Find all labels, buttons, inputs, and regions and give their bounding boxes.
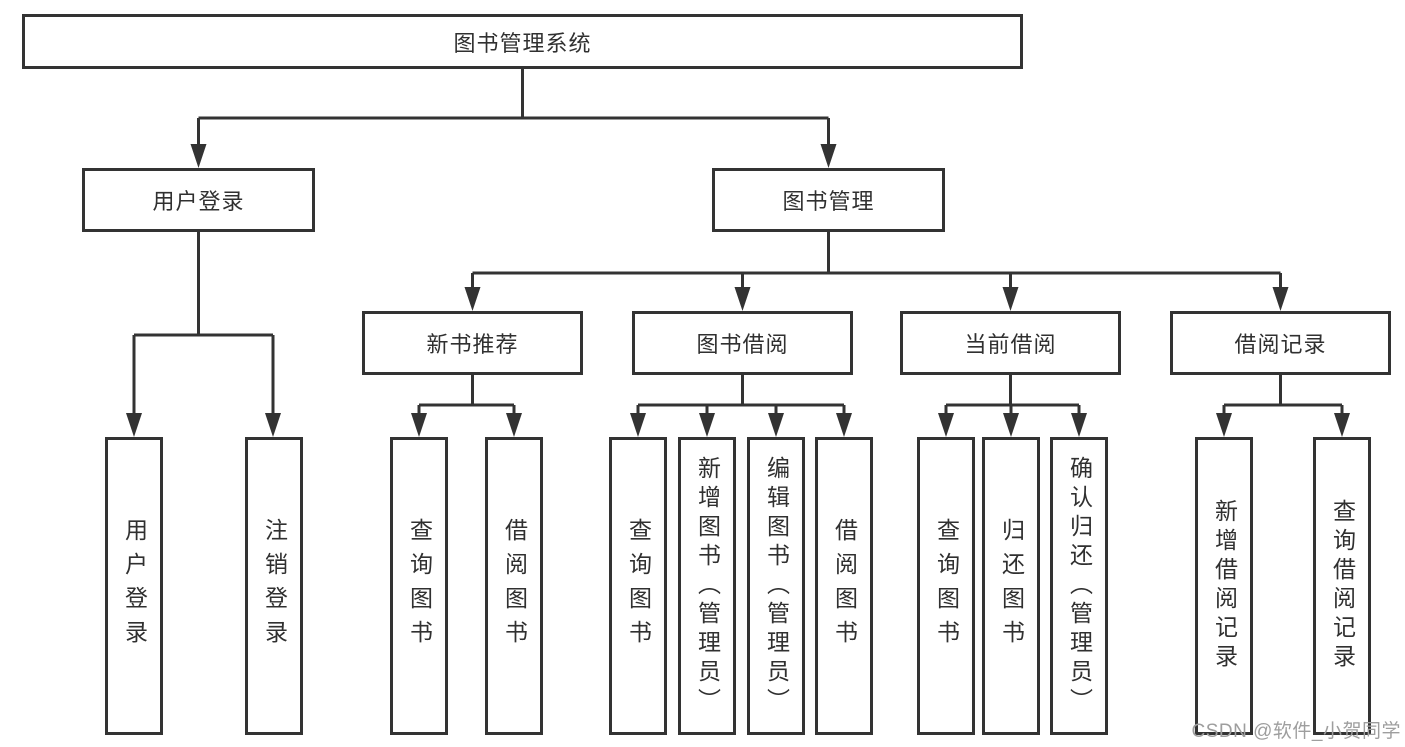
connector-book-borrow-branch — [630, 375, 852, 437]
leaf-borrow-books-borrowing: 借阅图书 — [815, 437, 873, 735]
leaf-label: 查询图书 — [625, 518, 652, 654]
leaf-borrow-books-recommendation: 借阅图书 — [485, 437, 543, 735]
connector-book-mgmt-to-level3 — [464, 232, 1289, 311]
connector-root-to-level2 — [190, 69, 837, 168]
leaf-label: 归还图书 — [998, 518, 1025, 654]
node-user-login: 用户登录 — [82, 168, 315, 232]
leaf-label: 新增图书（管理员） — [694, 455, 721, 717]
leaf-user-login: 用户登录 — [105, 437, 163, 735]
node-book-management: 图书管理 — [712, 168, 945, 232]
leaf-confirm-return-admin: 确认归还（管理员） — [1050, 437, 1108, 735]
leaf-label: 新增借阅记录 — [1211, 499, 1238, 673]
leaf-label: 编辑图书（管理员） — [763, 455, 790, 717]
node-borrowing-records: 借阅记录 — [1170, 311, 1391, 375]
leaf-query-books-current: 查询图书 — [917, 437, 975, 735]
connector-borrow-records-branch — [1216, 375, 1350, 437]
leaf-label: 查询图书 — [406, 518, 433, 654]
leaf-add-borrow-record: 新增借阅记录 — [1195, 437, 1253, 735]
connector-current-borrow-branch — [938, 375, 1087, 437]
connector-new-book-rec-branch — [411, 375, 522, 437]
leaf-label: 借阅图书 — [501, 518, 528, 654]
leaf-logout: 注销登录 — [245, 437, 303, 735]
node-root-system: 图书管理系统 — [22, 14, 1023, 69]
csdn-watermark: CSDN @软件_小贺同学 — [1191, 721, 1401, 742]
node-book-borrowing: 图书借阅 — [632, 311, 853, 375]
leaf-query-books-borrowing: 查询图书 — [609, 437, 667, 735]
leaf-query-books-recommendation: 查询图书 — [390, 437, 448, 735]
node-new-book-recommendation: 新书推荐 — [362, 311, 583, 375]
node-current-borrowing: 当前借阅 — [900, 311, 1121, 375]
leaf-add-book-admin: 新增图书（管理员） — [678, 437, 736, 735]
leaf-edit-book-admin: 编辑图书（管理员） — [747, 437, 805, 735]
leaf-label: 确认归还（管理员） — [1066, 455, 1093, 717]
leaf-label: 注销登录 — [261, 518, 288, 654]
leaf-label: 查询图书 — [933, 518, 960, 654]
leaf-return-book: 归还图书 — [982, 437, 1040, 735]
connector-user-login-branch — [126, 232, 281, 437]
leaf-label: 用户登录 — [121, 518, 148, 654]
leaf-label: 借阅图书 — [831, 518, 858, 654]
leaf-label: 查询借阅记录 — [1329, 499, 1356, 673]
leaf-query-borrow-record: 查询借阅记录 — [1313, 437, 1371, 735]
